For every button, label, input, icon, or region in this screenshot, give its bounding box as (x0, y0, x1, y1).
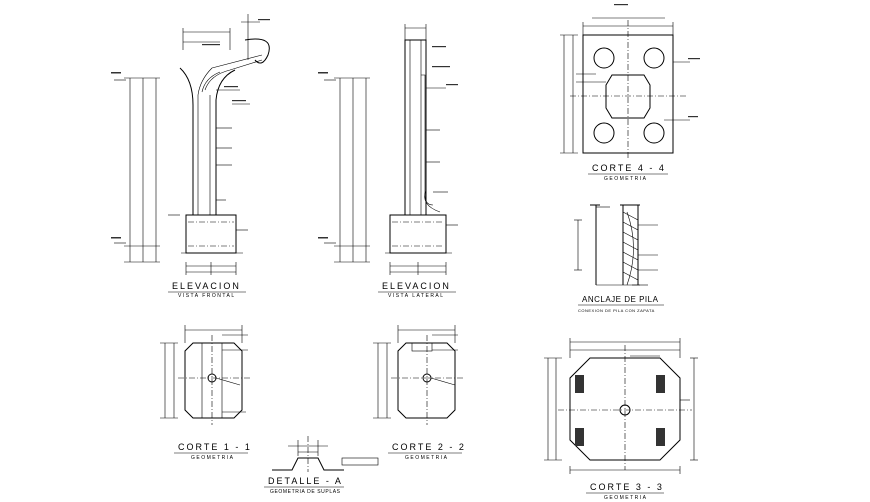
elevacion-lateral-title: ELEVACION (382, 281, 451, 291)
detalle-a-drawing (272, 436, 379, 472)
corte-4-4-drawing (560, 4, 700, 160)
corte-2-2-subtitle: GEOMETRIA (405, 455, 449, 461)
detalle-a-title: DETALLE - A (268, 476, 343, 486)
anclaje-pila-drawing (574, 204, 658, 286)
elevacion-lateral-subtitle: VISTA LATERAL (388, 293, 445, 299)
corte-1-1-drawing (160, 325, 250, 425)
elevacion-frontal-drawing (111, 14, 270, 275)
corte-3-3-drawing (544, 338, 698, 474)
anclaje-pila-subtitle: CONEXION DE PILA CON ZAPATA (578, 308, 655, 313)
corte-2-2-drawing (373, 325, 463, 425)
corte-4-4-subtitle: GEOMETRIA (604, 176, 648, 182)
corte-3-3-title: CORTE 3 - 3 (590, 482, 664, 492)
corte-4-4-title: CORTE 4 - 4 (592, 163, 666, 173)
anclaje-pila-title: ANCLAJE DE PILA (582, 295, 659, 304)
corte-1-1-title: CORTE 1 - 1 (178, 442, 252, 452)
corte-3-3-subtitle: GEOMETRIA (604, 495, 648, 501)
detalle-a-subtitle: GEOMETRIA DE SUPLAS (270, 489, 341, 495)
elevacion-frontal-subtitle: VISTA FRONTAL (178, 293, 236, 299)
corte-2-2-title: CORTE 2 - 2 (392, 442, 466, 452)
elevacion-lateral-drawing (318, 24, 458, 275)
corte-1-1-subtitle: GEOMETRIA (191, 455, 235, 461)
elevacion-frontal-title: ELEVACION (172, 281, 241, 291)
